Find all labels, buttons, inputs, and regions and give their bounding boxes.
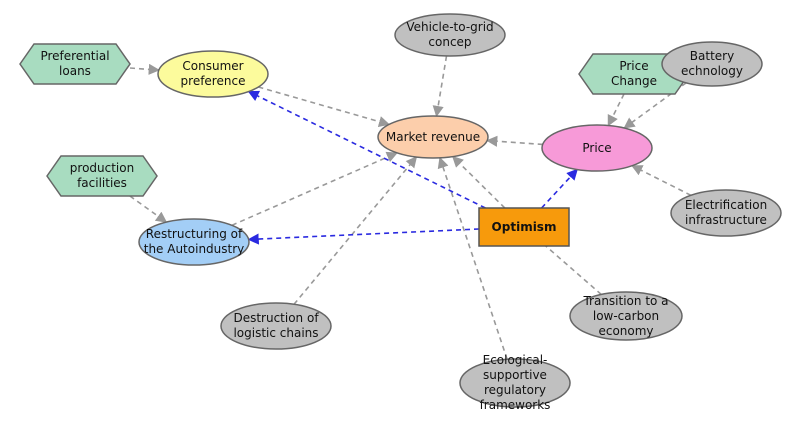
node-production-facilities[interactable] — [46, 155, 158, 197]
edge-price-change-to-price — [607, 93, 625, 127]
edge-preferential-loans-to-consumer-preference — [129, 63, 160, 75]
edge-optimism-to-consumer-preference — [247, 90, 486, 209]
edge-destruction-logistic-to-market-revenue — [293, 156, 418, 305]
edge-electrification-infrastructure-to-price — [631, 164, 692, 197]
node-consumer-preference[interactable] — [157, 50, 269, 98]
edge-vehicle-to-grid-to-market-revenue — [432, 55, 448, 118]
node-price[interactable] — [541, 124, 653, 172]
edge-transition-low-carbon-to-optimism — [545, 245, 602, 296]
node-vehicle-to-grid[interactable] — [394, 13, 506, 57]
node-battery-technology[interactable] — [661, 41, 763, 87]
node-restructuring[interactable] — [138, 218, 250, 266]
node-optimism[interactable] — [478, 207, 570, 247]
edge-ecological-frameworks-to-market-revenue — [437, 156, 508, 360]
node-ecological-frameworks[interactable] — [459, 358, 571, 408]
edge-price-to-market-revenue — [486, 135, 543, 147]
node-transition-low-carbon[interactable] — [569, 291, 683, 341]
node-preferential-loans[interactable] — [19, 43, 131, 85]
edges-layer — [129, 55, 692, 360]
node-market-revenue[interactable] — [377, 115, 489, 159]
edge-restructuring-to-market-revenue — [231, 151, 398, 227]
node-destruction-logistic[interactable] — [220, 302, 332, 350]
edge-consumer-preference-to-market-revenue — [258, 86, 391, 128]
edge-production-facilities-to-restructuring — [129, 195, 168, 223]
edge-optimism-to-restructuring — [247, 228, 480, 245]
nodes-layer — [19, 13, 782, 408]
edge-optimism-to-price — [541, 168, 578, 209]
edge-optimism-to-market-revenue — [452, 155, 506, 209]
node-electrification-infrastructure[interactable] — [670, 189, 782, 237]
